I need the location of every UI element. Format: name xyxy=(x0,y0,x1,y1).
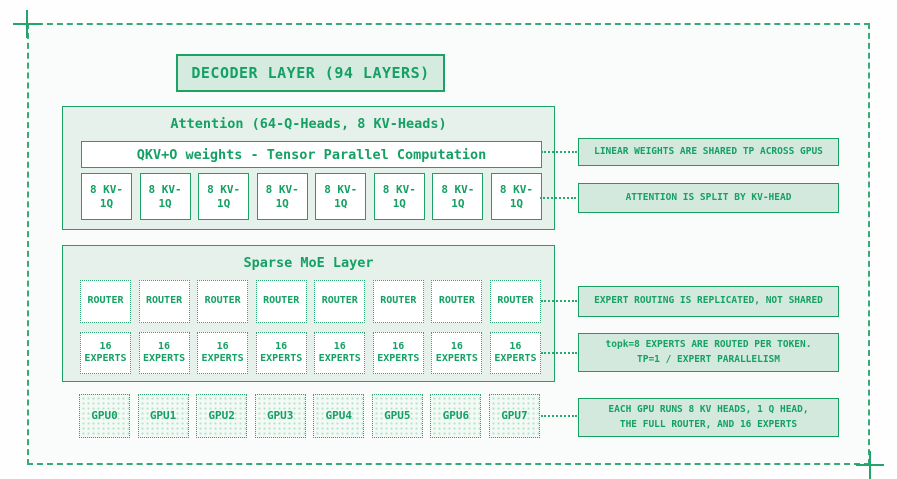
experts-box: 16 EXPERTS xyxy=(197,332,249,374)
kv-head-box: 8 KV- 1Q xyxy=(139,173,191,220)
gpu-box: GPU7 xyxy=(488,394,540,438)
annotation-expert-routing: EXPERT ROUTING IS REPLICATED, NOT SHARED xyxy=(578,286,839,317)
experts-row: 16 EXPERTS 16 EXPERTS 16 EXPERTS 16 EXPE… xyxy=(80,332,541,374)
connector-line xyxy=(541,352,577,354)
sparse-moe-block: Sparse MoE Layer ROUTER ROUTER ROUTER RO… xyxy=(62,245,555,382)
annotation-gpu-contents: EACH GPU RUNS 8 KV HEADS, 1 Q HEAD, THE … xyxy=(578,398,839,437)
router-row: ROUTER ROUTER ROUTER ROUTER ROUTER ROUTE… xyxy=(80,280,541,323)
kv-head-box: 8 KV- 1Q xyxy=(373,173,425,220)
experts-box: 16 EXPERTS xyxy=(489,332,541,374)
experts-box: 16 EXPERTS xyxy=(138,332,190,374)
router-box: ROUTER xyxy=(255,280,307,323)
gpu-box: GPU1 xyxy=(137,394,189,438)
annotation-topk-routing: topk=8 EXPERTS ARE ROUTED PER TOKEN. TP=… xyxy=(578,333,839,372)
kv-head-box: 8 KV- 1Q xyxy=(432,173,484,220)
gpu-box: GPU5 xyxy=(371,394,423,438)
connector-line xyxy=(541,300,577,302)
experts-box: 16 EXPERTS xyxy=(255,332,307,374)
kv-head-box: 8 KV- 1Q xyxy=(198,173,250,220)
router-box: ROUTER xyxy=(489,280,541,323)
gpu-row: GPU0 GPU1 GPU2 GPU3 GPU4 GPU5 GPU6 GPU7 xyxy=(79,394,540,438)
router-box: ROUTER xyxy=(314,280,366,323)
gpu-box: GPU4 xyxy=(313,394,365,438)
kv-head-box: 8 KV- 1Q xyxy=(256,173,308,220)
experts-box: 16 EXPERTS xyxy=(372,332,424,374)
connector-line xyxy=(541,415,577,417)
attention-block: Attention (64-Q-Heads, 8 KV-Heads) QKV+O… xyxy=(62,106,555,230)
gpu-box: GPU2 xyxy=(196,394,248,438)
gpu-box: GPU0 xyxy=(79,394,130,438)
connector-line xyxy=(541,151,577,153)
gpu-box: GPU3 xyxy=(254,394,306,438)
diagram-title: DECODER LAYER (94 LAYERS) xyxy=(176,54,445,92)
kv-head-row: 8 KV- 1Q 8 KV- 1Q 8 KV- 1Q 8 KV- 1Q 8 KV… xyxy=(81,173,542,220)
connector-line xyxy=(540,197,576,199)
kv-head-box: 8 KV- 1Q xyxy=(81,173,132,220)
qkv-tensor-parallel-box: QKV+O weights - Tensor Parallel Computat… xyxy=(81,141,542,168)
experts-box: 16 EXPERTS xyxy=(80,332,131,374)
router-box: ROUTER xyxy=(138,280,190,323)
annotation-linear-weights: LINEAR WEIGHTS ARE SHARED TP ACROSS GPUS xyxy=(578,138,839,166)
dashed-frame xyxy=(27,23,870,465)
experts-box: 16 EXPERTS xyxy=(314,332,366,374)
kv-head-box: 8 KV- 1Q xyxy=(315,173,367,220)
kv-head-box: 8 KV- 1Q xyxy=(490,173,542,220)
attention-header: Attention (64-Q-Heads, 8 KV-Heads) xyxy=(170,116,447,132)
gpu-box: GPU6 xyxy=(430,394,482,438)
annotation-attention-split: ATTENTION IS SPLIT BY KV-HEAD xyxy=(578,183,839,213)
router-box: ROUTER xyxy=(197,280,249,323)
router-box: ROUTER xyxy=(431,280,483,323)
router-box: ROUTER xyxy=(372,280,424,323)
moe-header: Sparse MoE Layer xyxy=(243,255,374,271)
router-box: ROUTER xyxy=(80,280,131,323)
experts-box: 16 EXPERTS xyxy=(431,332,483,374)
